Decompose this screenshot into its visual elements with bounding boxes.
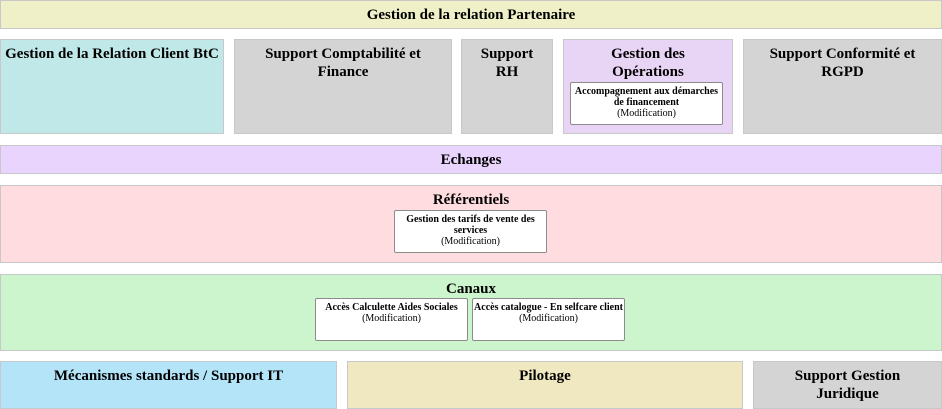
block-title: Gestion de la Relation Client BtC xyxy=(5,46,219,62)
echanges-block: Echanges xyxy=(0,145,942,174)
block-title: Référentiels xyxy=(432,192,510,208)
card-status: (Modification) xyxy=(617,108,676,119)
card-status: (Modification) xyxy=(441,236,500,247)
accompagnement-financement-card[interactable]: Accompagnement aux démarches de financem… xyxy=(570,82,723,125)
block-title: Canaux xyxy=(445,281,497,297)
card-status: (Modification) xyxy=(362,313,421,324)
block-title: Pilotage xyxy=(519,368,571,384)
block-title: Support RH xyxy=(480,46,534,80)
banner-title: Gestion de la relation Partenaire xyxy=(366,7,576,23)
card-title: Accès Calculette Aides Sociales xyxy=(325,302,458,313)
support-gestion-juridique-block: Support Gestion Juridique xyxy=(753,361,942,409)
support-comptabilite-finance-block: Support Comptabilité et Finance xyxy=(234,39,452,134)
gestion-tarifs-card[interactable]: Gestion des tarifs de vente des services… xyxy=(394,210,547,253)
referentiels-block: Référentiels Gestion des tarifs de vente… xyxy=(0,185,942,263)
block-title: Support Comptabilité et Finance xyxy=(265,46,421,80)
canaux-block: Canaux Accès Calculette Aides Sociales (… xyxy=(0,274,942,351)
support-conformite-rgpd-block: Support Conformité et RGPD xyxy=(743,39,942,134)
block-title: Gestion des Opérations xyxy=(611,46,685,80)
block-title: Support Conformité et RGPD xyxy=(769,46,916,80)
block-title: Support Gestion Juridique xyxy=(794,368,901,402)
acces-calculette-card[interactable]: Accès Calculette Aides Sociales (Modific… xyxy=(315,298,468,341)
block-title: Mécanismes standards / Support IT xyxy=(53,368,284,384)
pilotage-block: Pilotage xyxy=(347,361,743,409)
card-title: Accompagnement aux démarches de financem… xyxy=(574,86,719,108)
block-title: Echanges xyxy=(440,152,502,168)
card-title: Gestion des tarifs de vente des services xyxy=(406,214,535,236)
gestion-relation-partenaire-banner: Gestion de la relation Partenaire xyxy=(0,0,942,29)
card-status: (Modification) xyxy=(519,313,578,324)
card-title: Accès catalogue - En selfcare client xyxy=(474,302,623,313)
support-rh-block: Support RH xyxy=(461,39,553,134)
mecanismes-standards-block: Mécanismes standards / Support IT xyxy=(0,361,337,409)
gestion-relation-client-btc-block: Gestion de la Relation Client BtC xyxy=(0,39,224,134)
acces-catalogue-card[interactable]: Accès catalogue - En selfcare client (Mo… xyxy=(472,298,625,341)
gestion-operations-block: Gestion des Opérations Accompagnement au… xyxy=(563,39,733,134)
